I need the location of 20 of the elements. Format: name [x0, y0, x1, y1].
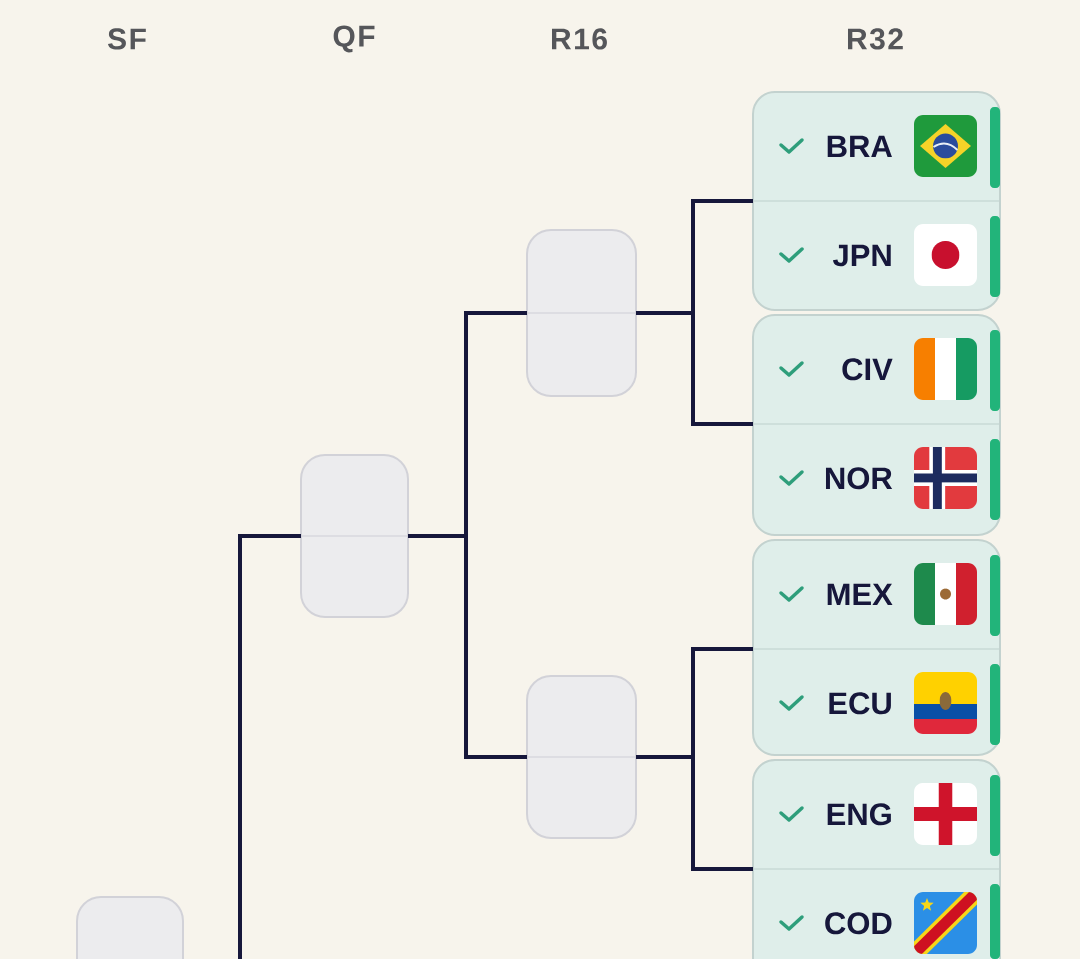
team-code: JPN	[832, 244, 891, 267]
team-code: ENG	[827, 803, 891, 826]
empty-card	[526, 229, 637, 397]
column-heading: R16	[552, 28, 607, 50]
bracket-line	[636, 311, 753, 426]
column-heading: SF	[107, 28, 146, 50]
column-heading: R32	[848, 28, 903, 50]
team-code: ECU	[829, 692, 891, 715]
empty-card	[300, 454, 409, 618]
team-code: NOR	[826, 467, 893, 490]
team-code: BRA	[827, 135, 892, 157]
empty-card	[76, 896, 184, 959]
team-code: MEX	[827, 583, 893, 605]
empty-card	[526, 675, 637, 839]
bracket-line	[238, 534, 301, 959]
bracket-line	[408, 534, 527, 759]
column-heading: QF	[333, 25, 375, 53]
bracket-line	[636, 755, 753, 871]
team-code: COD	[825, 912, 892, 935]
team-code: CIV	[842, 358, 893, 381]
